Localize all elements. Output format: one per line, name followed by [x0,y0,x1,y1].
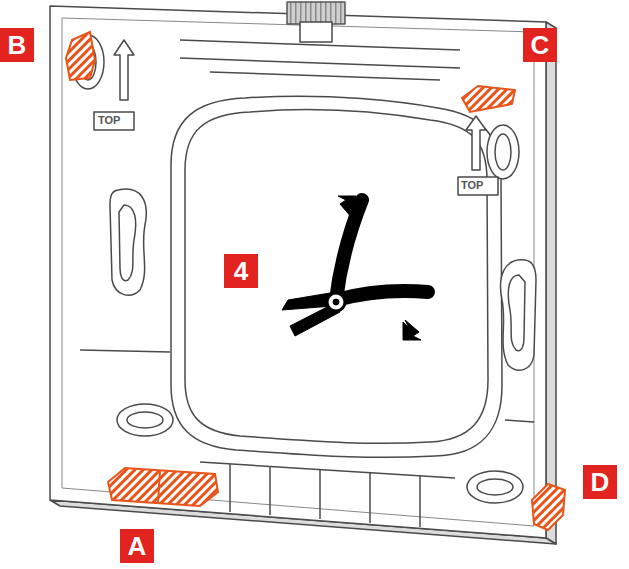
pliers-icon [282,196,428,340]
callout-letter: 4 [234,258,248,284]
callout-letter: B [8,32,27,58]
plate [50,2,556,544]
callout-letter: A [128,533,147,559]
callout-letter-box: C [523,28,557,62]
top-marking: TOP [461,180,483,191]
callout-letter-box: B [0,28,34,62]
callout-letter-box: 4 [224,254,258,288]
callout-letter-box: D [583,465,617,499]
orange-tabs [66,32,565,530]
callout-letter: C [531,32,550,58]
callout-letter: D [591,469,610,495]
callout-letter-box: A [120,529,154,563]
top-marking: TOP [98,115,120,126]
